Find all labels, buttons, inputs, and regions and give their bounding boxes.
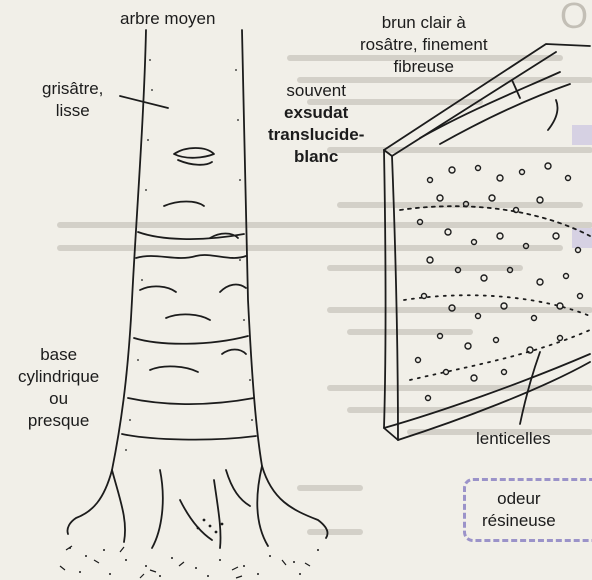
label-text: grisâtre, xyxy=(42,78,103,100)
leader-brun xyxy=(512,80,520,98)
label-text: résineuse xyxy=(482,510,556,532)
label-lenticelles: lenticelles xyxy=(476,428,551,450)
label-brun-clair: brun clair à rosâtre, finement fibreuse xyxy=(360,12,488,78)
label-text: brun clair à xyxy=(360,12,488,34)
label-arbre-moyen: arbre moyen xyxy=(120,8,215,30)
label-base-cylindrique: base cylindrique ou presque xyxy=(18,344,99,432)
label-text: arbre moyen xyxy=(120,8,215,30)
bark-rings xyxy=(122,232,256,440)
label-text: fibreuse xyxy=(360,56,488,78)
label-text: rosâtre, finement xyxy=(360,34,488,56)
label-text: base xyxy=(18,344,99,366)
label-text: souvent xyxy=(268,80,364,102)
label-text: presque xyxy=(18,410,99,432)
bark-section-block xyxy=(384,44,590,440)
label-text: cylindrique xyxy=(18,366,99,388)
label-text: ou xyxy=(18,388,99,410)
label-text: lenticelles xyxy=(476,428,551,450)
label-souvent-exsudat: souvent exsudat translucide- blanc xyxy=(268,80,364,168)
root-flare xyxy=(112,466,268,548)
label-text-bold: exsudat xyxy=(268,102,364,124)
label-text-bold: translucide- xyxy=(268,124,364,146)
lenticel-dots xyxy=(416,163,583,401)
label-text: odeur xyxy=(482,488,556,510)
label-text-bold: blanc xyxy=(268,146,364,168)
label-odeur-resineuse: odeur résineuse xyxy=(482,488,556,532)
label-grisatre-lisse: grisâtre, lisse xyxy=(42,78,103,122)
label-text: lisse xyxy=(42,100,103,122)
